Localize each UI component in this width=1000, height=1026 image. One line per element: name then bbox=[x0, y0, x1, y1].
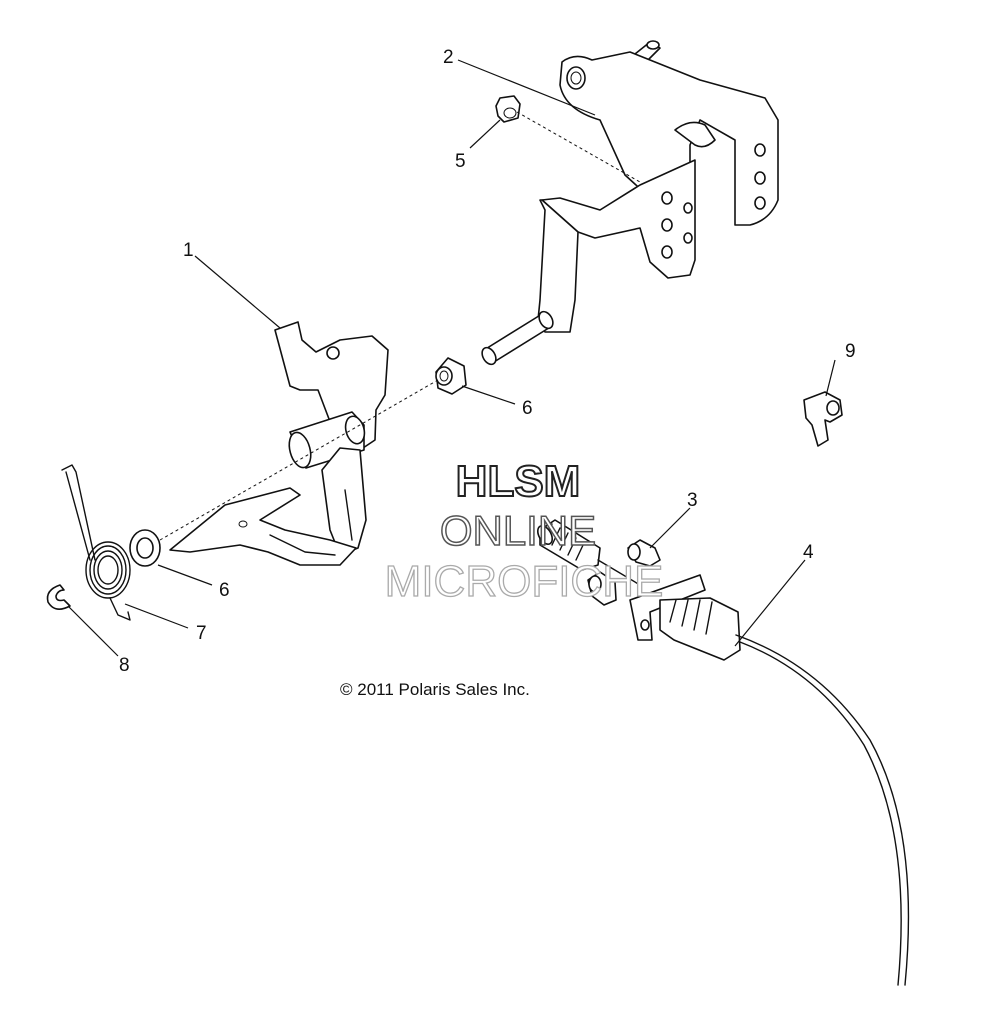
part-6-washer-lower bbox=[129, 529, 161, 567]
callout-6-lower: 6 bbox=[219, 580, 230, 601]
part-1-pedal-lever bbox=[169, 321, 389, 566]
callout-8: 8 bbox=[119, 655, 130, 676]
callout-1: 1 bbox=[183, 240, 194, 261]
part-4-cable bbox=[536, 519, 910, 986]
part-2-bracket bbox=[481, 40, 779, 366]
leader-lines bbox=[67, 59, 836, 657]
copyright-notice: © 2011 Polaris Sales Inc. bbox=[340, 680, 530, 699]
callout-9: 9 bbox=[845, 341, 856, 362]
callout-5: 5 bbox=[455, 151, 466, 172]
part-6-bushing-upper bbox=[435, 357, 467, 395]
watermark-line-3: MICROFICHE bbox=[385, 557, 664, 606]
part-9-clip bbox=[803, 391, 843, 447]
callout-7: 7 bbox=[196, 623, 207, 644]
part-3-pins bbox=[587, 539, 661, 606]
part-5-nut bbox=[495, 95, 521, 123]
callouts: 1 2 3 4 5 6 6 7 8 9 bbox=[119, 47, 856, 676]
callout-6-upper: 6 bbox=[522, 398, 533, 419]
watermark-line-2: ONLINE bbox=[440, 507, 596, 554]
callout-3: 3 bbox=[687, 490, 698, 511]
callout-2: 2 bbox=[443, 47, 454, 68]
watermark: HLSM ONLINE MICROFICHE bbox=[384, 456, 664, 607]
callout-4: 4 bbox=[803, 542, 814, 563]
part-7-spring bbox=[61, 464, 131, 621]
watermark-line-1: HLSM bbox=[456, 457, 581, 506]
part-8-eclip bbox=[46, 584, 71, 610]
